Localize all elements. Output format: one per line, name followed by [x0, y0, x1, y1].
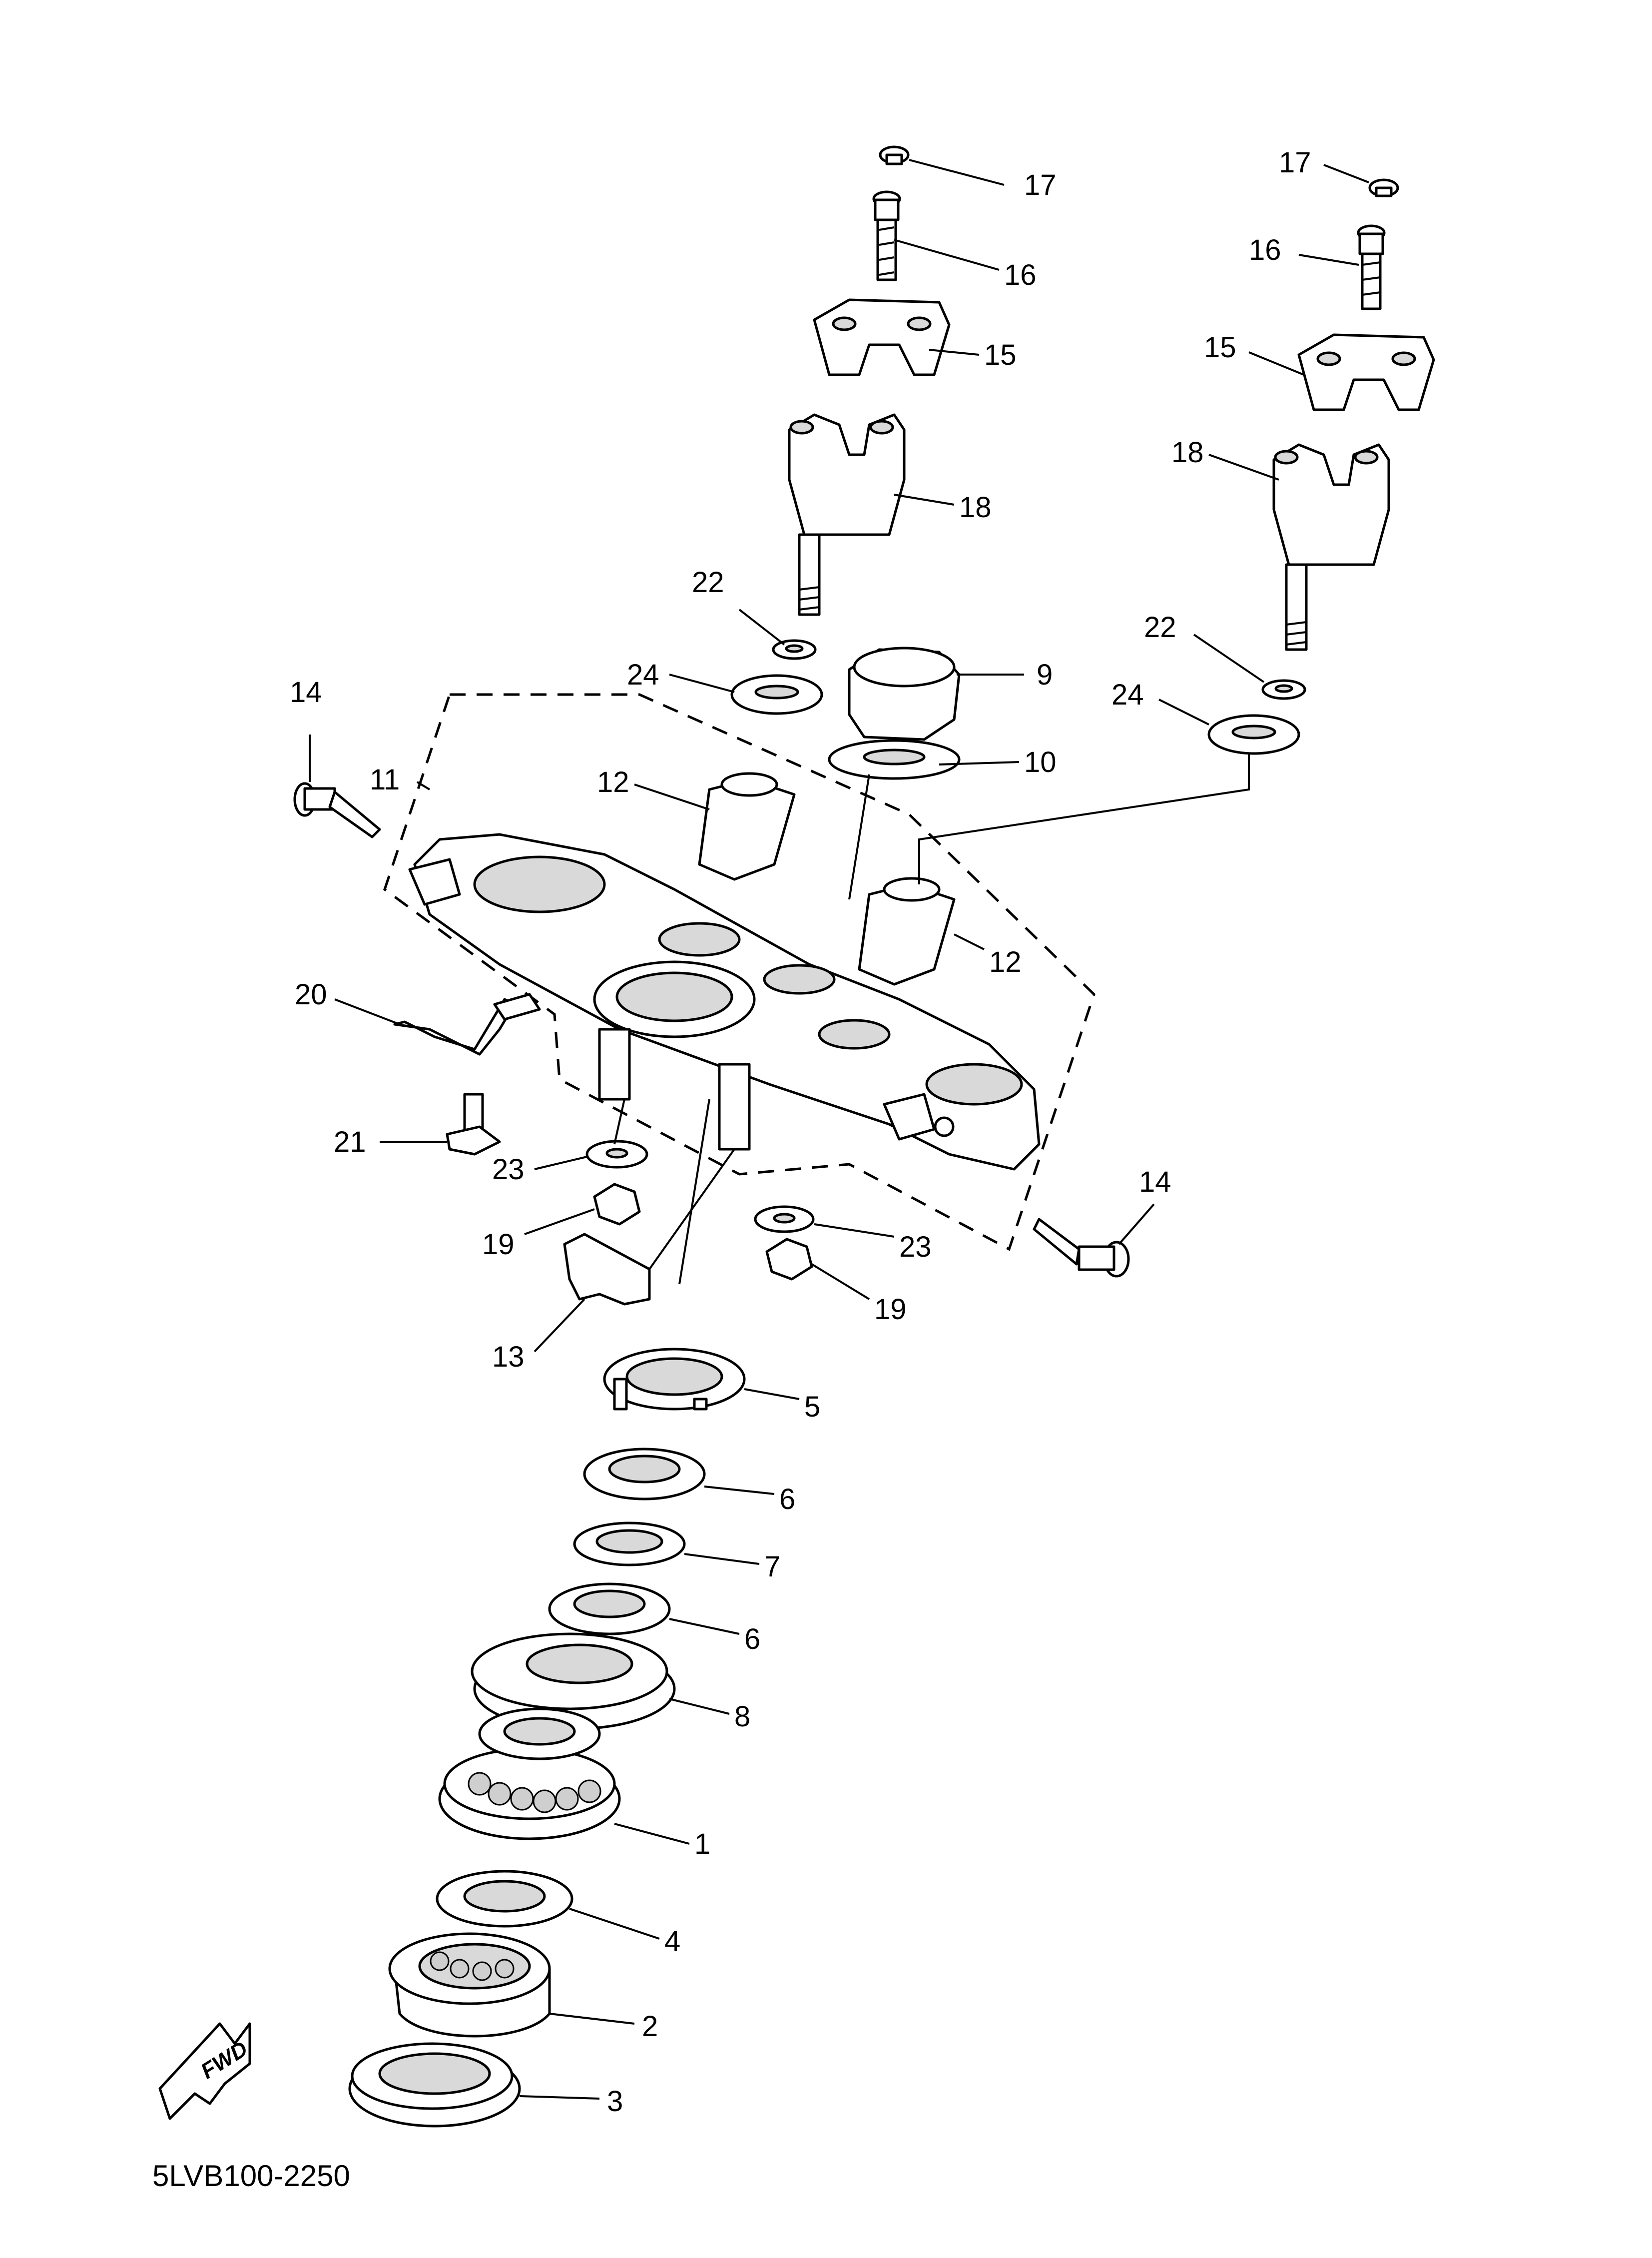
upper-bearing — [438, 1707, 621, 1840]
wire-guide — [393, 993, 541, 1156]
callout-24-right: 24 — [1111, 679, 1144, 711]
callout-22-left: 22 — [692, 566, 724, 599]
upper-bracket — [408, 833, 1041, 1171]
callout-12-right: 12 — [989, 946, 1022, 978]
callout-7: 7 — [764, 1550, 780, 1583]
left-holder-stack — [730, 145, 951, 715]
callout-13: 13 — [492, 1341, 525, 1373]
callout-18-left: 18 — [959, 491, 992, 524]
callout-22-right: 22 — [1144, 611, 1176, 644]
callout-10: 10 — [1024, 746, 1057, 778]
steering-nut-and-washer — [828, 647, 961, 780]
callout-5: 5 — [804, 1391, 820, 1423]
callout-20: 20 — [295, 978, 327, 1011]
forward-direction-badge: FWD — [158, 2022, 252, 2120]
callout-21: 21 — [334, 1126, 366, 1158]
callout-24-left: 24 — [627, 659, 659, 691]
fwd-arrow-icon — [158, 2022, 251, 2120]
callout-14-right: 14 — [1139, 1166, 1171, 1198]
lock-washer — [603, 1348, 746, 1411]
callout-19-right: 19 — [874, 1293, 907, 1326]
callout-14-left: 14 — [290, 676, 322, 709]
stopper-plate — [563, 1233, 651, 1306]
callout-15-left: 15 — [984, 339, 1017, 371]
washers-and-nuts — [585, 1140, 815, 1281]
callout-labels: 17 16 15 18 22 24 9 10 14 11 12 12 20 21… — [290, 146, 1311, 2118]
callout-11: 11 — [370, 763, 400, 796]
callout-16-left: 16 — [1004, 259, 1037, 291]
callout-18-right: 18 — [1171, 436, 1204, 469]
callout-6-lower: 6 — [744, 1623, 760, 1655]
callout-16-right: 16 — [1249, 234, 1281, 266]
pinch-bolts — [293, 782, 1130, 1278]
callout-2: 2 — [642, 2010, 658, 2043]
leader-lines — [309, 159, 1369, 2100]
callout-4: 4 — [664, 1925, 680, 1958]
callout-23-left: 23 — [492, 1153, 525, 1186]
callout-6-upper: 6 — [779, 1483, 795, 1515]
lower-bearing — [388, 1932, 551, 2038]
callout-9: 9 — [1037, 659, 1053, 691]
bearing-washer — [436, 1870, 573, 1928]
dust-seal — [348, 2042, 521, 2128]
diagram-code: 5LVB100-2250 — [152, 2159, 350, 2193]
callout-15-right: 15 — [1204, 331, 1236, 364]
callout-17-right: 17 — [1279, 146, 1311, 179]
collars — [698, 772, 956, 986]
callout-8: 8 — [734, 1700, 750, 1733]
callout-12-left: 12 — [597, 766, 629, 798]
callout-17-left: 17 — [1024, 169, 1057, 201]
callout-19-left: 19 — [482, 1228, 515, 1261]
assembly-boundary — [383, 693, 1096, 1251]
callout-1: 1 — [694, 1828, 710, 1860]
ring-nuts — [548, 1448, 706, 1635]
callout-3: 3 — [607, 2085, 623, 2118]
callout-23-right: 23 — [899, 1231, 932, 1263]
right-holder-stack — [1207, 178, 1435, 755]
